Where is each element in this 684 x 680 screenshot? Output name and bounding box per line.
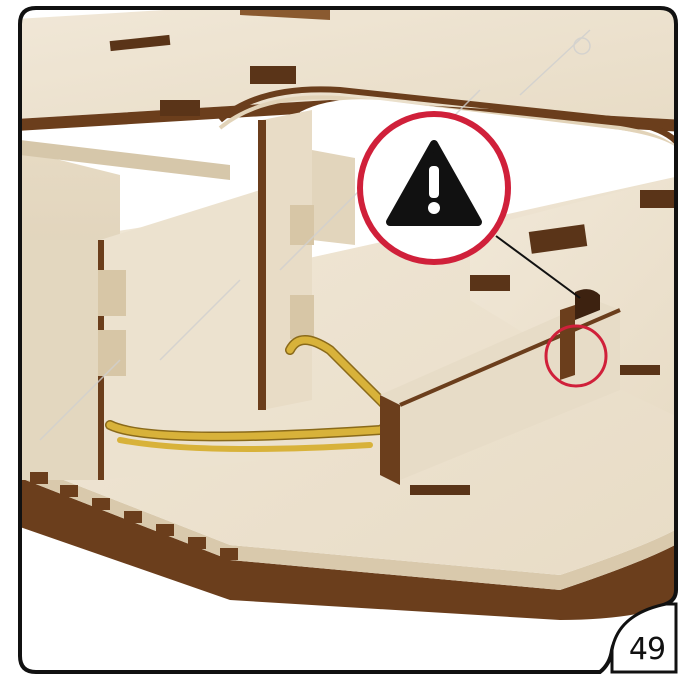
warning-callout (360, 114, 508, 262)
page-number: 49 (618, 624, 676, 674)
